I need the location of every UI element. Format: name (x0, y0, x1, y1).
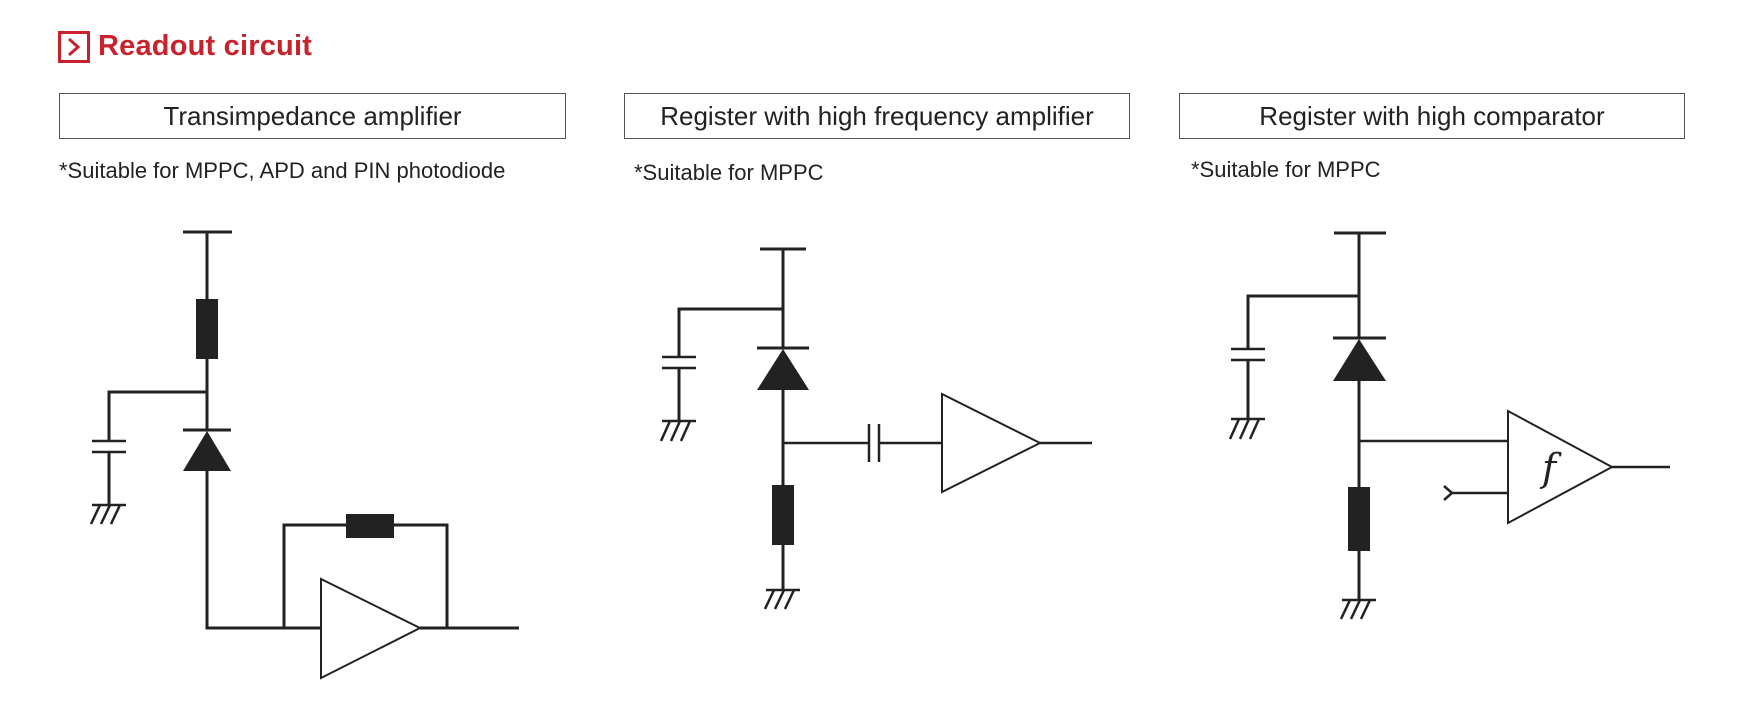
panel-note-transimpedance: *Suitable for MPPC, APD and PIN photodio… (59, 158, 506, 183)
load-resistor (1348, 487, 1370, 551)
wire (205, 471, 320, 630)
panel-title-transimpedance: Transimpedance amplifier (59, 93, 566, 139)
photodiode-symbol (1333, 339, 1386, 381)
feedback-wire (394, 523, 449, 628)
comparator-circuit: f (1228, 231, 1670, 620)
wire (1246, 294, 1359, 348)
ground-symbol (659, 419, 696, 442)
feedback-resistor (346, 514, 394, 538)
photodiode-symbol (757, 349, 809, 390)
amplifier-symbol (320, 577, 423, 680)
feedback-wire (282, 523, 347, 628)
ground-symbol (763, 588, 800, 610)
section-title: Readout circuit (98, 30, 313, 62)
hf-amplifier-circuit (659, 247, 1092, 610)
photodiode-symbol (183, 431, 231, 471)
section-heading: Readout circuit (58, 30, 312, 63)
ground-symbol (1228, 417, 1265, 440)
load-resistor (772, 485, 794, 545)
ground-symbol (1339, 598, 1376, 620)
chevron-right-icon (58, 30, 90, 63)
wire (677, 307, 783, 357)
panel-note-comparator: *Suitable for MPPC (1191, 157, 1381, 182)
panel-title-hf-amplifier: Register with high frequency amplifier (624, 93, 1130, 139)
reference-arrow-icon (1443, 485, 1454, 501)
transimpedance-circuit (89, 230, 519, 680)
ground-symbol (89, 503, 126, 525)
wire (107, 390, 207, 440)
comparator-symbol (1507, 409, 1615, 525)
panel-note-hf-amplifier: *Suitable for MPPC (634, 160, 824, 185)
bias-resistor (196, 299, 218, 359)
panel-title-comparator: Register with high comparator (1179, 93, 1685, 139)
amplifier-symbol (941, 392, 1043, 494)
